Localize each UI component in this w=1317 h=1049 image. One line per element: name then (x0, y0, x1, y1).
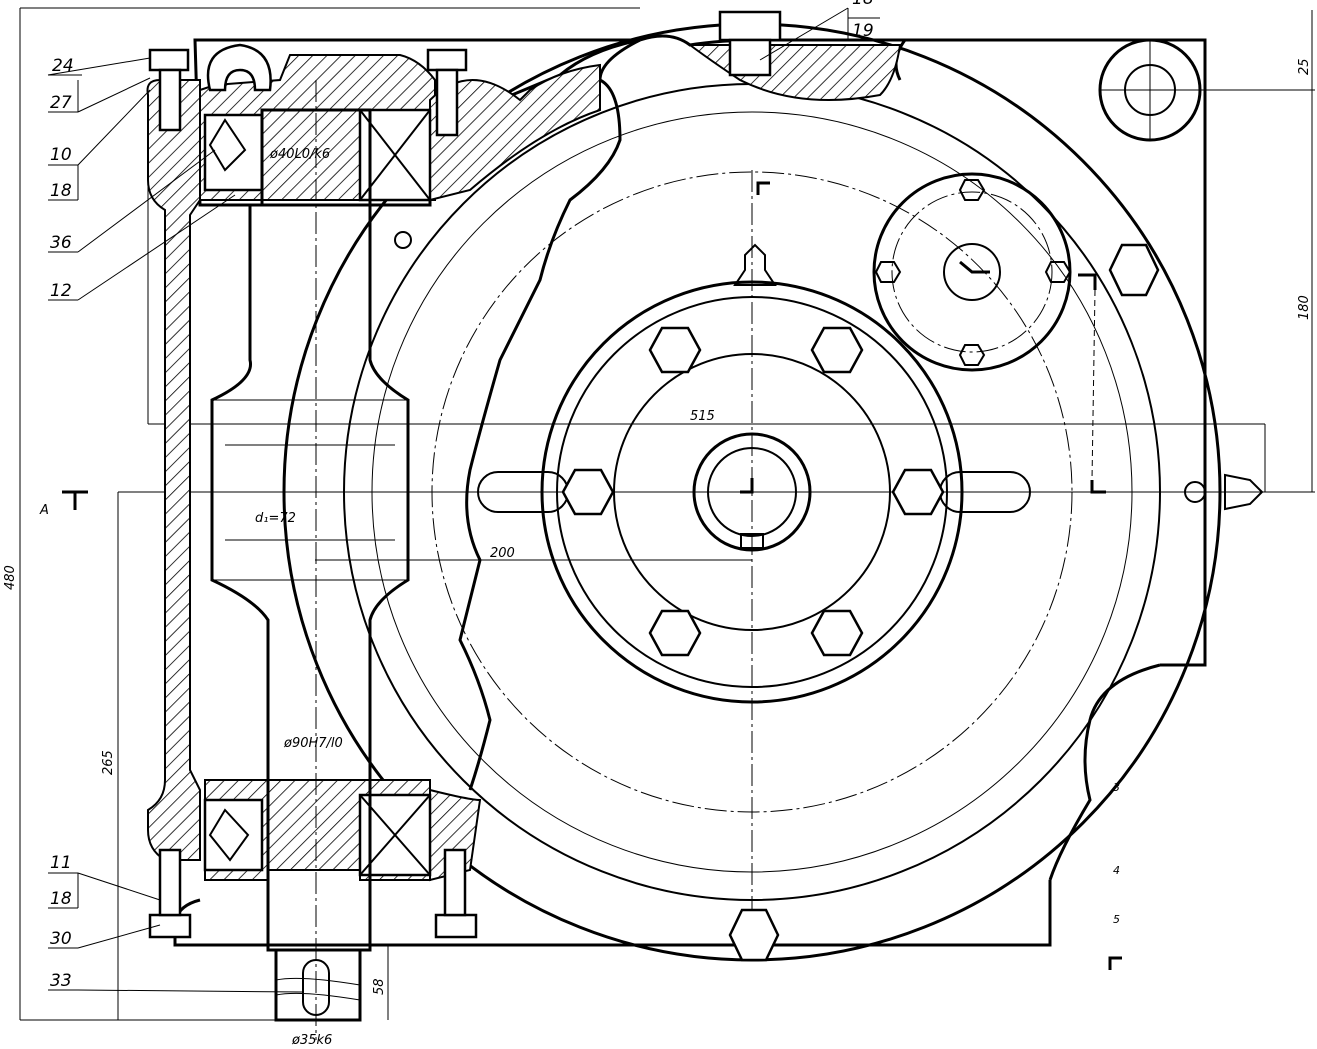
mark-5: 5 (1113, 913, 1120, 926)
worm-shaft (210, 80, 410, 1040)
bearings (203, 108, 432, 877)
leader-lines (47, 7, 880, 993)
leader-label-18a: 18 (50, 181, 72, 201)
leader-label-33: 33 (50, 971, 72, 991)
leader-label-19: 19 (852, 21, 874, 41)
leader-label-18top: 18 (852, 0, 874, 9)
lifting-boss (394, 38, 1264, 511)
dim-height-total: 480 (3, 565, 18, 590)
section-lines (62, 181, 1122, 970)
section-label-a: A (39, 503, 49, 518)
dim-shaft-end: ø35k6 (291, 1033, 332, 1048)
leader-label-18b: 18 (50, 889, 72, 909)
dim-top-25: 25 (1297, 58, 1312, 75)
leader-label-11: 11 (50, 853, 72, 873)
dim-width: 515 (690, 409, 715, 424)
dim-shaft-58: 58 (372, 978, 387, 995)
wheel-hub (430, 170, 1090, 960)
inspection-cover (872, 172, 1072, 372)
dim-bore-bottom: ø90H7/l0 (283, 736, 343, 751)
dim-worm-diameter: d₁=72 (255, 511, 296, 526)
dim-right-180: 180 (1297, 295, 1312, 320)
dim-bore-top: ø40L0/k6 (269, 147, 330, 162)
mark-3: 3 (1113, 781, 1120, 794)
leader-label-10: 10 (50, 145, 72, 165)
leader-label-36: 36 (50, 233, 72, 253)
leader-label-24: 24 (52, 56, 74, 76)
hex-nuts (561, 243, 1160, 962)
leader-label-30: 30 (50, 929, 72, 949)
leader-label-27: 27 (50, 93, 72, 113)
mark-4: 4 (1113, 864, 1120, 877)
dim-center-distance: 200 (490, 546, 515, 561)
bolts (148, 10, 782, 939)
leader-label-12: 12 (50, 281, 72, 301)
dim-height-265: 265 (101, 750, 116, 775)
